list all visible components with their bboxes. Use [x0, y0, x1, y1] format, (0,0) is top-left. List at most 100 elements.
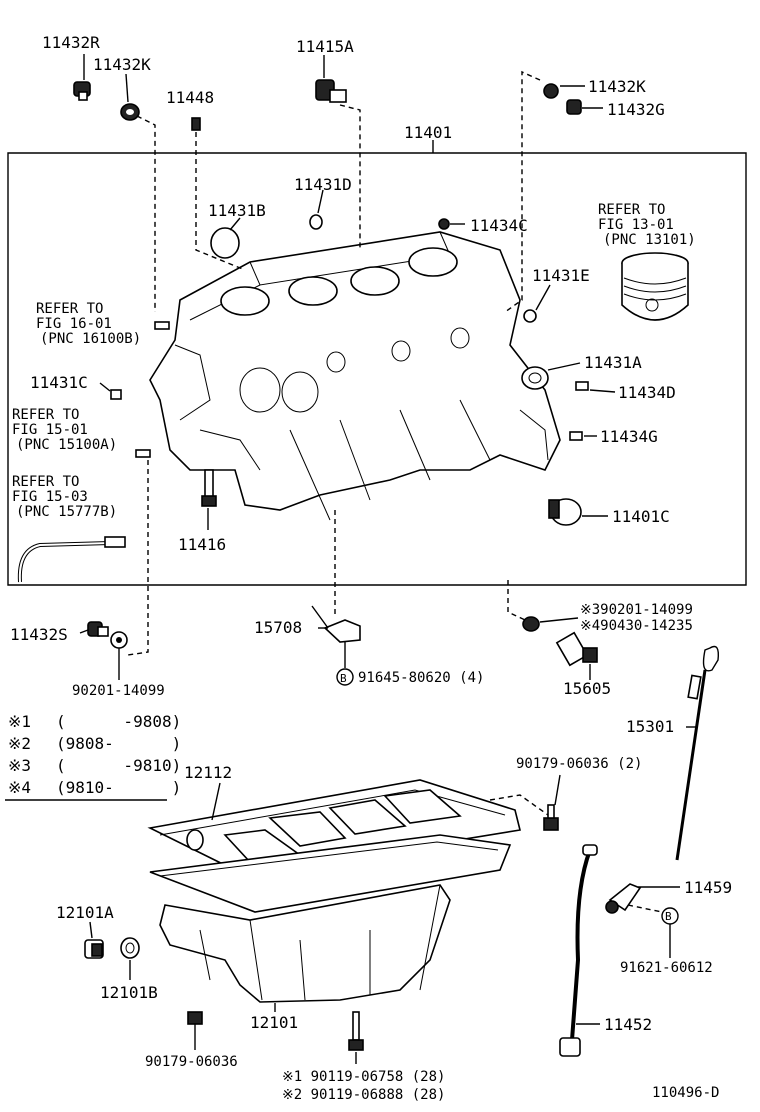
legend-range-1: ( -9808)	[56, 712, 181, 731]
label-11432S: 11432S	[10, 625, 68, 644]
label-390201-14099: ※390201-14099	[580, 602, 693, 618]
label-11459: 11459	[684, 878, 732, 897]
plug-90179-06036	[187, 1011, 203, 1025]
gasket-90201-14099	[110, 631, 128, 649]
label-11432K-b: 11432K	[588, 77, 646, 96]
pin-ref-16100B	[154, 321, 170, 330]
plug-12101A	[84, 939, 104, 959]
bolt-11448	[191, 117, 201, 131]
ref-fig-15-03: REFER TO FIG 15-03 (PNC 15777B)	[12, 474, 117, 520]
bolt-11416	[201, 469, 217, 507]
label-490430-14235: ※490430-14235	[580, 618, 693, 634]
block-group-frame	[7, 152, 747, 586]
label-11431C: 11431C	[30, 373, 88, 392]
ref-15-01-line-1: REFER TO	[12, 407, 79, 423]
bolt-90179-06036-2	[543, 804, 559, 831]
diagram-id: 110496-D	[652, 1085, 719, 1101]
ref-13-line-1: REFER TO	[598, 202, 665, 218]
plug-11432S	[87, 621, 109, 637]
label-11431D: 11431D	[294, 175, 352, 194]
ref-15-01-line-3: (PNC 15100A)	[16, 437, 117, 453]
seal-11431A	[521, 366, 549, 390]
ref-15-03-line-1: REFER TO	[12, 474, 79, 490]
label-11448: 11448	[166, 88, 214, 107]
plug-11431D	[309, 214, 323, 230]
label-11434D: 11434D	[618, 383, 676, 402]
gasket-11432K-a	[120, 103, 140, 121]
legend-mark-3: ※3	[8, 756, 31, 775]
plug-11432G	[566, 99, 582, 115]
cylinder-block	[149, 231, 561, 521]
label-11401: 11401	[404, 123, 452, 142]
ref-13-line-2: FIG 13-01	[598, 217, 674, 233]
label-90119-06888: ※2 90119-06888 (28)	[282, 1087, 445, 1103]
legend-range-3: ( -9810)	[56, 756, 181, 775]
hose-ref-15777B	[17, 536, 126, 583]
plug-11431B	[210, 227, 240, 259]
label-15301: 15301	[626, 717, 674, 736]
label-11434C: 11434C	[470, 216, 528, 235]
plug-11431C	[110, 389, 122, 400]
ref-16-line-2: FIG 16-01	[36, 316, 112, 332]
pin-11434C	[438, 218, 450, 230]
dipstick-15301	[675, 645, 720, 861]
drain-11401C	[548, 498, 582, 526]
b-glyph-1: B	[340, 672, 347, 685]
oil-pan-12101	[149, 834, 512, 1003]
label-12101: 12101	[250, 1013, 298, 1032]
stud-90119	[348, 1011, 364, 1051]
plug-15605	[555, 631, 598, 667]
pin-11434D	[575, 381, 589, 391]
washer-ref-90201	[522, 616, 540, 632]
legend-mark-4: ※4	[8, 778, 31, 797]
piston-ref	[621, 252, 689, 321]
pipe-11459	[605, 883, 642, 914]
ref-13-line-3: (PNC 13101)	[603, 232, 696, 248]
legend: ※1 ( -9808) ※2 (9808- ) ※3 ( -9810) ※4 (…	[8, 712, 181, 797]
label-12101B: 12101B	[100, 983, 158, 1002]
pin-11434G	[569, 431, 583, 441]
pin-ref-15100A	[135, 449, 151, 458]
ref-15-03-line-2: FIG 15-03	[12, 489, 88, 505]
legend-range-2: (9808- )	[56, 734, 181, 753]
baffle-12112	[147, 779, 521, 876]
label-91621-60612: 91621-60612	[620, 960, 713, 976]
legend-range-4: (9810- )	[56, 778, 181, 797]
label-12101A: 12101A	[56, 903, 114, 922]
label-90179-06036-2: 90179-06036 (2)	[516, 756, 642, 772]
label-11431A: 11431A	[584, 353, 642, 372]
label-90119-06758: ※1 90119-06758 (28)	[282, 1069, 445, 1085]
label-11432R: 11432R	[42, 33, 100, 52]
label-90201-14099: 90201-14099	[72, 683, 165, 699]
b-marker-1	[336, 668, 354, 686]
ref-16-line-1: REFER TO	[36, 301, 103, 317]
legend-mark-2: ※2	[8, 734, 31, 753]
legend-mark-1: ※1	[8, 712, 31, 731]
switch-11415A	[315, 79, 347, 103]
ref-16-line-3: (PNC 16100B)	[40, 331, 141, 347]
plug-11431E	[523, 309, 537, 323]
label-11432G: 11432G	[607, 100, 665, 119]
ref-15-03-line-3: (PNC 15777B)	[16, 504, 117, 520]
ref-15-01-line-2: FIG 15-01	[12, 422, 88, 438]
oil-strainer-11452	[559, 844, 598, 1057]
plug-11432R	[73, 81, 91, 101]
bracket-15708	[311, 605, 361, 643]
label-15605: 15605	[563, 679, 611, 698]
b-glyph-2: B	[665, 910, 672, 923]
label-11431B: 11431B	[208, 201, 266, 220]
label-11434G: 11434G	[600, 427, 658, 446]
label-11432K-a: 11432K	[93, 55, 151, 74]
label-11431E: 11431E	[532, 266, 590, 285]
gasket-11432K-b	[543, 83, 559, 99]
ref-fig-13-01: REFER TO FIG 13-01 (PNC 13101)	[598, 202, 696, 248]
ref-fig-16-01: REFER TO FIG 16-01 (PNC 16100B)	[36, 301, 141, 347]
label-11401C: 11401C	[612, 507, 670, 526]
gasket-12101B	[120, 937, 140, 959]
label-11415A: 11415A	[296, 37, 354, 56]
label-11452: 11452	[604, 1015, 652, 1034]
label-91645-80620: 91645-80620 (4)	[358, 670, 484, 686]
label-90179-06036: 90179-06036	[145, 1054, 238, 1070]
ref-fig-15-01: REFER TO FIG 15-01 (PNC 15100A)	[12, 407, 117, 453]
